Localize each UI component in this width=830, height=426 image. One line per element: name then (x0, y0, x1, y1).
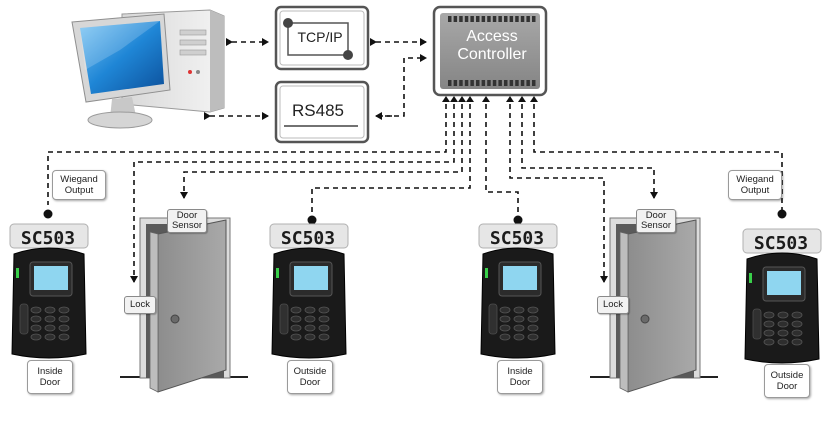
fingerprint-reader-3 (478, 223, 558, 359)
reader-model-1: SC503 (20, 228, 76, 249)
fingerprint-reader-4 (742, 228, 822, 364)
access-controller-unit (432, 5, 548, 97)
controller-input-arrows (442, 96, 538, 102)
lock-label-left: Lock (124, 296, 156, 314)
controller-line1: Access (466, 28, 518, 45)
lock-label-right: Lock (597, 296, 629, 314)
connection-dots (43, 209, 787, 225)
connection-lines (47, 38, 783, 283)
fingerprint-reader-2 (269, 223, 349, 359)
reader-model-3: SC503 (489, 228, 545, 249)
rs485-label: RS485 (292, 101, 344, 120)
access-controller-label: Access Controller (444, 28, 540, 64)
door-right (590, 217, 718, 393)
tcp-ip-label: TCP/IP (297, 29, 343, 45)
controller-line2: Controller (457, 46, 527, 63)
reader-model-2: SC503 (280, 228, 336, 249)
rs485-module (274, 80, 370, 144)
door-left (120, 217, 248, 393)
computer-icon (71, 9, 225, 129)
tcp-ip-module (274, 5, 370, 71)
fingerprint-reader-1 (9, 223, 89, 359)
reader-model-4: SC503 (753, 233, 809, 254)
